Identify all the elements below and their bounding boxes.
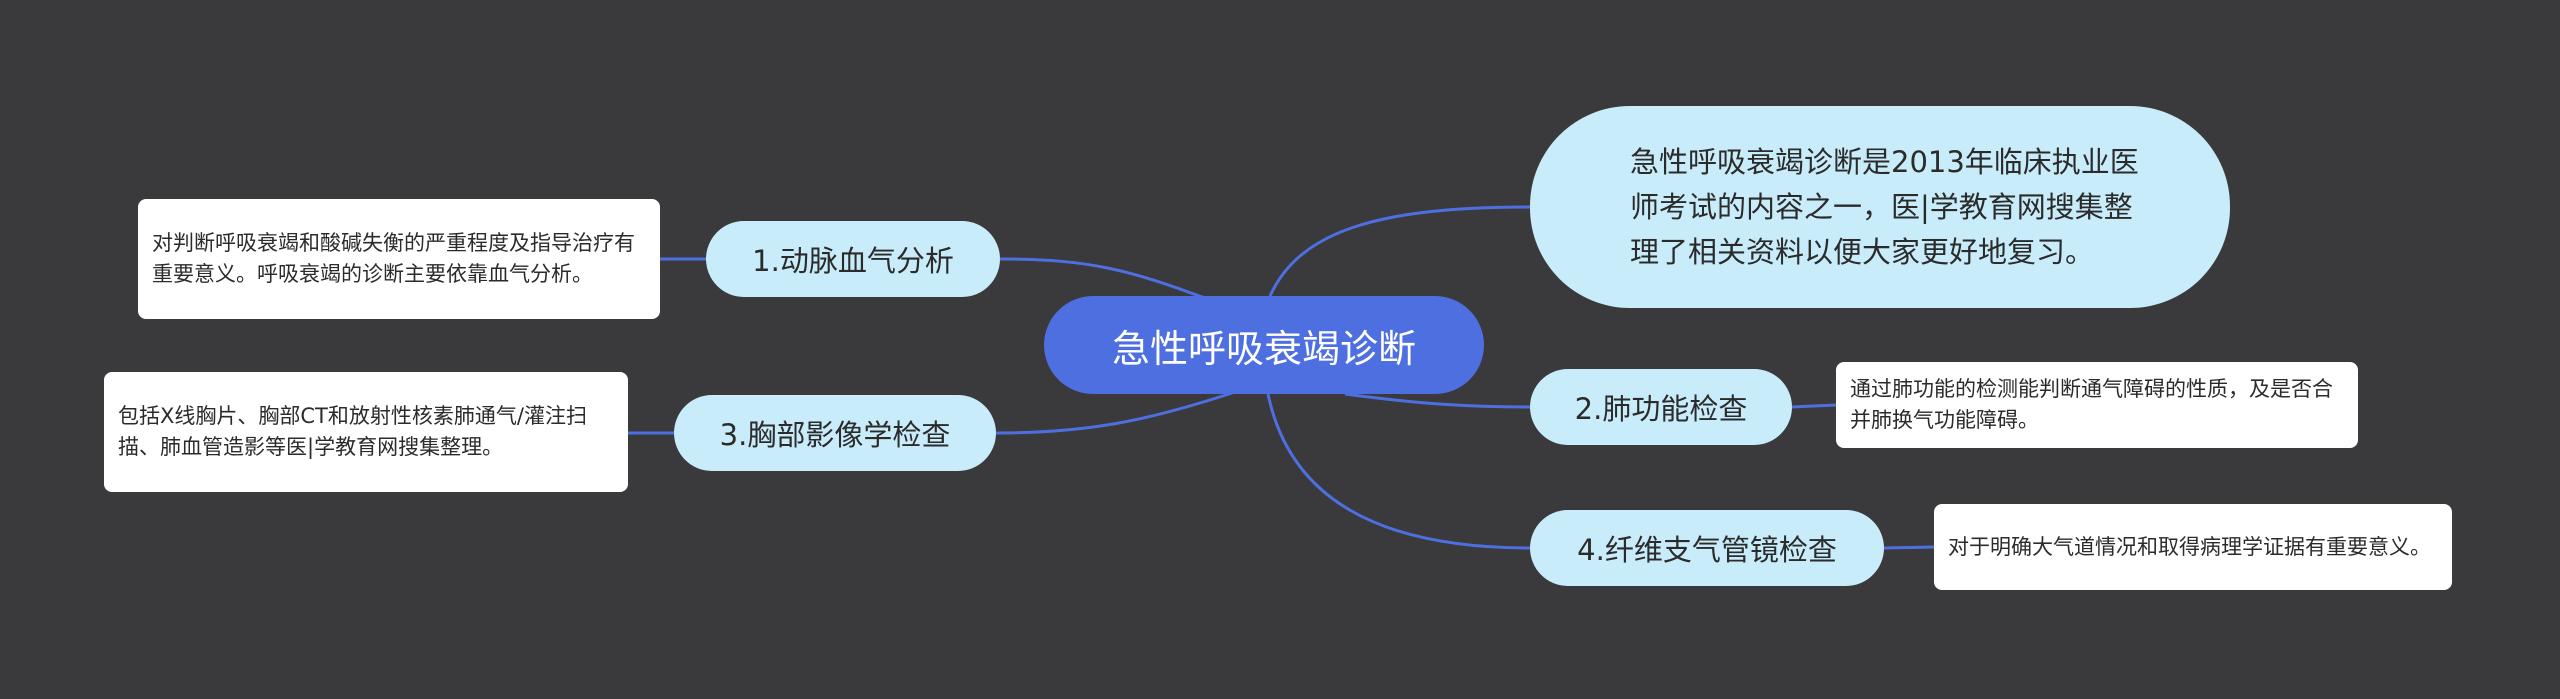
root-topic-label: 急性呼吸衰竭诊断 <box>1111 326 1416 371</box>
note-arterial-blood-gas[interactable]: 对判断呼吸衰竭和酸碱失衡的严重程度及指导治疗有重要意义。呼吸衰竭的诊断主要依靠血… <box>138 199 660 319</box>
note-text: 包括X线胸片、胸部CT和放射性核素肺通气/灌注扫描、肺血管造影等医|学教育网搜集… <box>118 404 587 459</box>
branch-topic-label: 4.纤维支气管镜检查 <box>1577 533 1837 567</box>
note-chest-imaging[interactable]: 包括X线胸片、胸部CT和放射性核素肺通气/灌注扫描、肺血管造影等医|学教育网搜集… <box>104 372 628 492</box>
edge-branch4-note <box>1883 545 1935 550</box>
branch-topic-label: 1.动脉血气分析 <box>752 244 954 278</box>
edge-root-branch2 <box>1344 392 1531 409</box>
edge-root-branch1 <box>999 257 1211 302</box>
intro-topic-text: 急性呼吸衰竭诊断是2013年临床执业医师考试的内容之一，医|学教育网搜集整理了相… <box>1630 144 2139 269</box>
note-text: 通过肺功能的检测能判断通气障碍的性质，及是否合并肺换气功能障碍。 <box>1850 377 2333 432</box>
note-text: 对于明确大气道情况和取得病理学证据有重要意义。 <box>1948 534 2431 559</box>
branch-topic-bronchoscopy[interactable]: 4.纤维支气管镜检查 <box>1530 510 1884 586</box>
edge-root-branch4 <box>1266 393 1531 550</box>
edge-root-branch3 <box>995 390 1236 435</box>
branch-topic-label: 3.胸部影像学检查 <box>719 418 951 452</box>
branch-topic-label: 2.肺功能检查 <box>1574 392 1748 426</box>
intro-topic[interactable]: 急性呼吸衰竭诊断是2013年临床执业医师考试的内容之一，医|学教育网搜集整理了相… <box>1530 106 2230 308</box>
root-topic[interactable]: 急性呼吸衰竭诊断 <box>1044 296 1484 394</box>
note-text: 对判断呼吸衰竭和酸碱失衡的严重程度及指导治疗有重要意义。呼吸衰竭的诊断主要依靠血… <box>152 231 635 286</box>
edge-root-intro <box>1268 205 1531 297</box>
note-bronchoscopy[interactable]: 对于明确大气道情况和取得病理学证据有重要意义。 <box>1934 504 2452 590</box>
branch-topic-arterial-blood-gas[interactable]: 1.动脉血气分析 <box>706 221 1000 297</box>
edge-branch2-note <box>1791 403 1837 409</box>
branch-topic-chest-imaging[interactable]: 3.胸部影像学检查 <box>674 395 996 471</box>
branch-topic-lung-function[interactable]: 2.肺功能检查 <box>1530 369 1792 445</box>
note-lung-function[interactable]: 通过肺功能的检测能判断通气障碍的性质，及是否合并肺换气功能障碍。 <box>1836 362 2358 448</box>
